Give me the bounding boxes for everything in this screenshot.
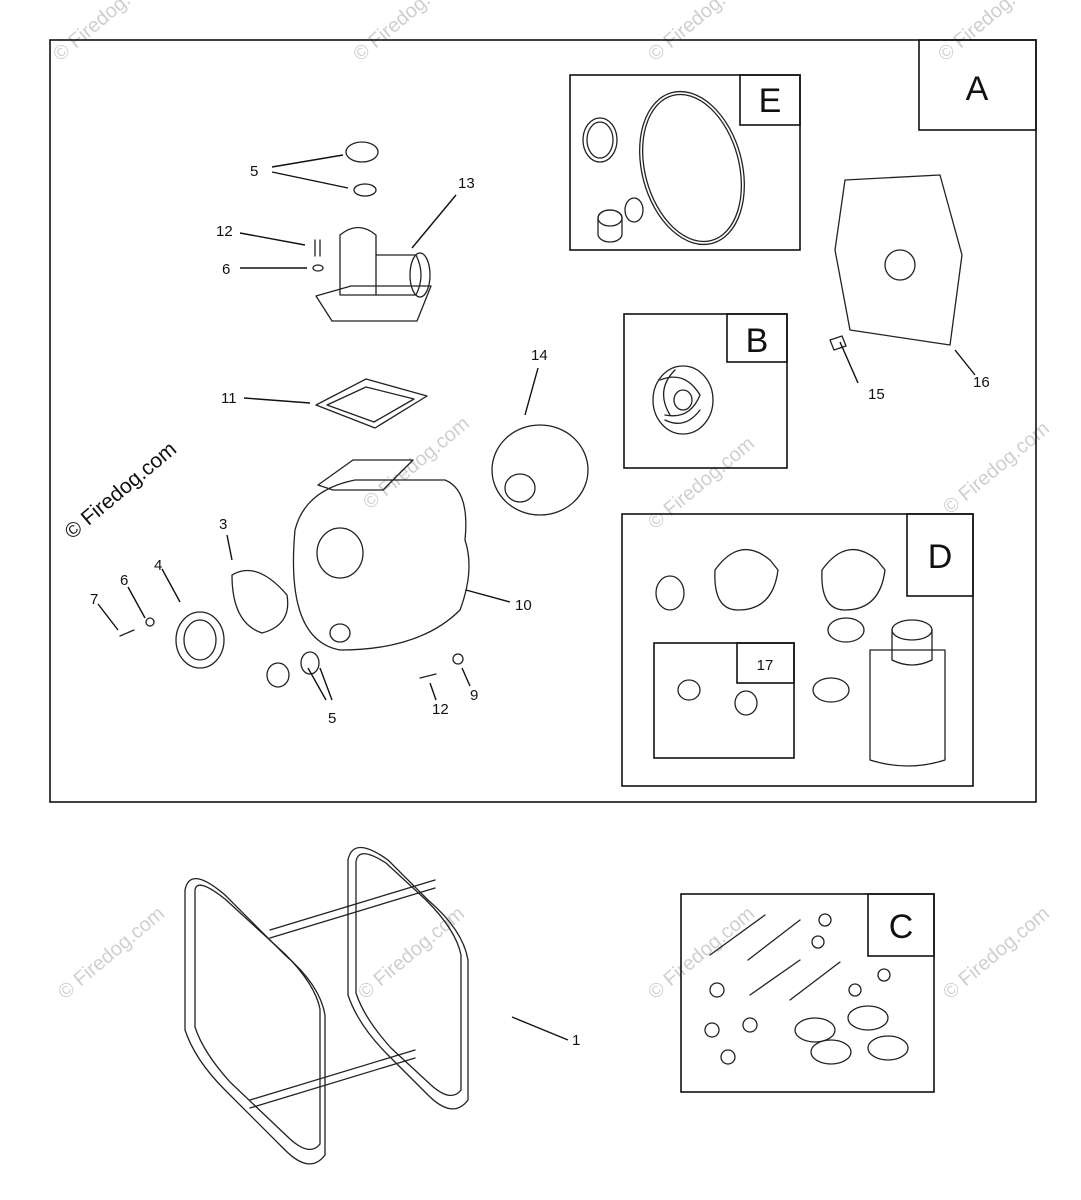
kit-e-frame [569,74,801,251]
callout-3: 3 [219,516,227,533]
callout-1: 1 [572,1032,580,1049]
watermark: © Firedog.com [644,432,759,533]
callout-15: 15 [868,386,885,403]
kit-e-label: E [759,82,782,120]
watermark: © Firedog.com [644,0,759,66]
callout-12: 12 [432,701,449,718]
kit-d-label-box [906,513,974,597]
watermark: © Firedog.com [354,902,469,1003]
hose-kit-drawing [655,548,946,767]
kit-17-label-box [736,642,795,684]
watermarks: © Firedog.com © Firedog.com © Firedog.co… [49,0,1054,1004]
kit-a-label-box [918,39,1037,131]
watermark: © Firedog.com [939,902,1054,1003]
kit-a-label: A [966,70,989,108]
callout-6: 6 [120,572,128,589]
callout-14: 14 [531,347,548,364]
callout-6: 6 [222,261,230,278]
hardware-kit-drawing [704,913,909,1065]
kit-17-label: 17 [757,657,774,674]
callout-7: 7 [90,591,98,608]
kit-e-label-box [739,74,801,126]
kit-b-frame [623,313,788,469]
kit-c-label: C [889,908,914,946]
kit-a-frame [49,39,1037,803]
kit-d-frame [621,513,974,787]
callout-9: 9 [470,687,478,704]
kit-d-label: D [928,538,953,576]
watermark: © Firedog.com [49,0,164,66]
copyright-notice: © Firedog.com [60,437,181,543]
kit-c-label-box [867,893,935,957]
pump-parts-drawing [119,141,963,688]
kit-b-label-box [726,313,788,363]
kit-c-frame [680,893,935,1093]
callout-16: 16 [973,374,990,391]
callout-13: 13 [458,175,475,192]
callout-4: 4 [154,557,162,574]
callout-labels: 5 13 12 6 11 14 15 16 10 3 4 6 7 5 12 9 … [90,163,990,1049]
callout-10: 10 [515,597,532,614]
kit-17-frame [653,642,795,759]
o-ring-kit-drawing [582,90,745,246]
pump-frame-drawing [184,846,469,1165]
watermark: © Firedog.com [54,902,169,1003]
callout-11: 11 [221,390,237,407]
kit-b-label: B [746,322,769,360]
watermark: © Firedog.com [644,902,759,1003]
impeller-drawing [652,365,714,435]
leader-lines [97,154,976,1041]
watermark: © Firedog.com [934,0,1049,66]
watermark: © Firedog.com [349,0,464,66]
callout-5: 5 [328,710,336,727]
callout-12: 12 [216,223,233,240]
callout-5: 5 [250,163,258,180]
